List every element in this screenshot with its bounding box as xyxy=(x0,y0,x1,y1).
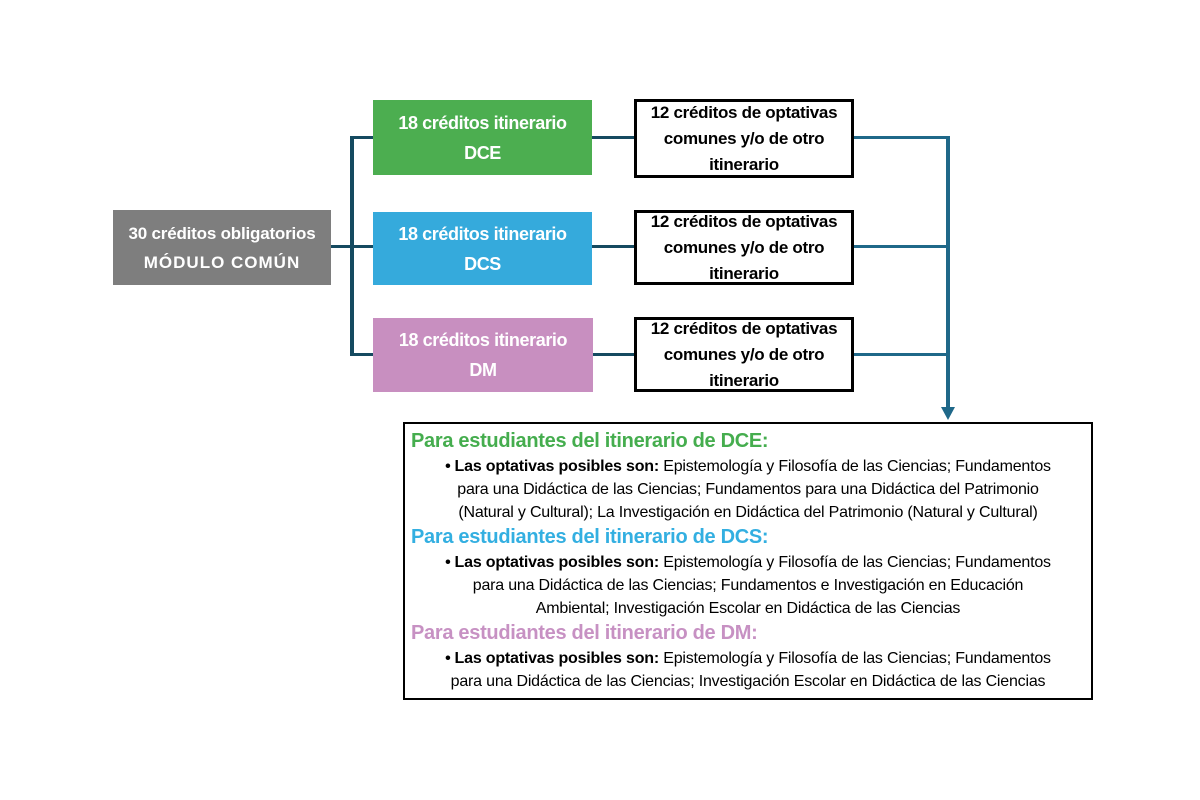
itinerary-box-dcs: 18 créditos itinerario DCS xyxy=(373,212,592,285)
bullet-icon: • xyxy=(445,554,451,571)
connector-optativas3-to-trunk xyxy=(854,353,948,356)
modulo-comun-line2: MÓDULO COMÚN xyxy=(143,252,301,272)
modulo-comun-line1: 30 créditos obligatorios xyxy=(128,223,316,243)
detail-dcs-line1-rest: Epistemología y Filosofía de las Ciencia… xyxy=(663,554,1051,571)
optativas-box-3-line2: comunes y/o de otro xyxy=(663,344,825,364)
arrow-down-icon xyxy=(941,407,955,420)
optativas-detail-box: Para estudiantes del itinerario de DCE: … xyxy=(403,422,1093,700)
itinerary-dce-code: DCE xyxy=(464,142,501,163)
itinerary-box-dce: 18 créditos itinerario DCE xyxy=(373,100,592,175)
detail-heading-dcs: Para estudiantes del itinerario de DCS: xyxy=(411,526,769,548)
connector-dm-to-optativas xyxy=(593,353,634,356)
itinerary-box-dm: 18 créditos itinerario DM xyxy=(373,318,593,392)
optativas-box-1-line1: 12 créditos de optativas xyxy=(650,102,838,122)
connector-branch-dm xyxy=(350,353,373,356)
optativas-box-2-line2: comunes y/o de otro xyxy=(663,237,825,257)
detail-dm-line1: •Las optativas posibles son: Epistemolog… xyxy=(409,647,1087,670)
optativas-box-2: 12 créditos de optativas comunes y/o de … xyxy=(634,210,854,285)
detail-dce-line2: para una Didáctica de las Ciencias; Fund… xyxy=(457,481,1039,498)
detail-dcs-intro: Las optativas posibles son: xyxy=(454,554,660,571)
detail-heading-dce: Para estudiantes del itinerario de DCE: xyxy=(411,430,769,452)
detail-dce-line1-rest: Epistemología y Filosofía de las Ciencia… xyxy=(663,458,1051,475)
connector-optativas1-to-trunk xyxy=(854,136,948,139)
optativas-box-1-line3: itinerario xyxy=(709,154,779,174)
optativas-box-2-line3: itinerario xyxy=(709,263,779,283)
bullet-icon: • xyxy=(445,458,451,475)
itinerary-dcs-label: 18 créditos itinerario xyxy=(398,223,567,244)
connector-dce-to-optativas xyxy=(592,136,634,139)
connector-branch-dce xyxy=(350,136,373,139)
optativas-box-1-line2: comunes y/o de otro xyxy=(663,128,825,148)
detail-dcs-line1: •Las optativas posibles son: Epistemolog… xyxy=(409,551,1087,574)
detail-dm-line2: para una Didáctica de las Ciencias; Inve… xyxy=(450,673,1046,690)
connector-optativas2-to-trunk xyxy=(854,245,948,248)
detail-dm-line1-rest: Epistemología y Filosofía de las Ciencia… xyxy=(663,650,1051,667)
modulo-comun-box: 30 créditos obligatorios MÓDULO COMÚN xyxy=(113,210,331,285)
itinerary-dm-code: DM xyxy=(469,360,497,380)
optativas-box-3: 12 créditos de optativas comunes y/o de … xyxy=(634,317,854,392)
itinerary-dcs-code: DCS xyxy=(464,253,501,274)
detail-dce-line3: (Natural y Cultural); La Investigación e… xyxy=(458,504,1038,521)
optativas-box-2-line1: 12 créditos de optativas xyxy=(650,211,838,231)
detail-dce-intro: Las optativas posibles son: xyxy=(454,458,660,475)
optativas-box-3-line1: 12 créditos de optativas xyxy=(650,318,838,338)
detail-dcs-line3: Ambiental; Investigación Escolar en Didá… xyxy=(535,600,961,617)
detail-dce-line1: •Las optativas posibles son: Epistemolog… xyxy=(409,455,1087,478)
detail-dcs-line2: para una Didáctica de las Ciencias; Fund… xyxy=(472,577,1024,594)
itinerary-dce-label: 18 créditos itinerario xyxy=(398,112,567,133)
connector-trunk-left xyxy=(350,136,354,356)
optativas-box-1: 12 créditos de optativas comunes y/o de … xyxy=(634,99,854,178)
detail-dm-intro: Las optativas posibles son: xyxy=(454,650,660,667)
connector-dcs-to-optativas xyxy=(592,245,634,248)
optativas-box-3-line3: itinerario xyxy=(709,370,779,390)
bullet-icon: • xyxy=(445,650,451,667)
connector-trunk-right xyxy=(946,136,950,408)
itinerary-dm-label: 18 créditos itinerario xyxy=(398,330,568,350)
detail-heading-dm: Para estudiantes del itinerario de DM: xyxy=(411,622,758,644)
